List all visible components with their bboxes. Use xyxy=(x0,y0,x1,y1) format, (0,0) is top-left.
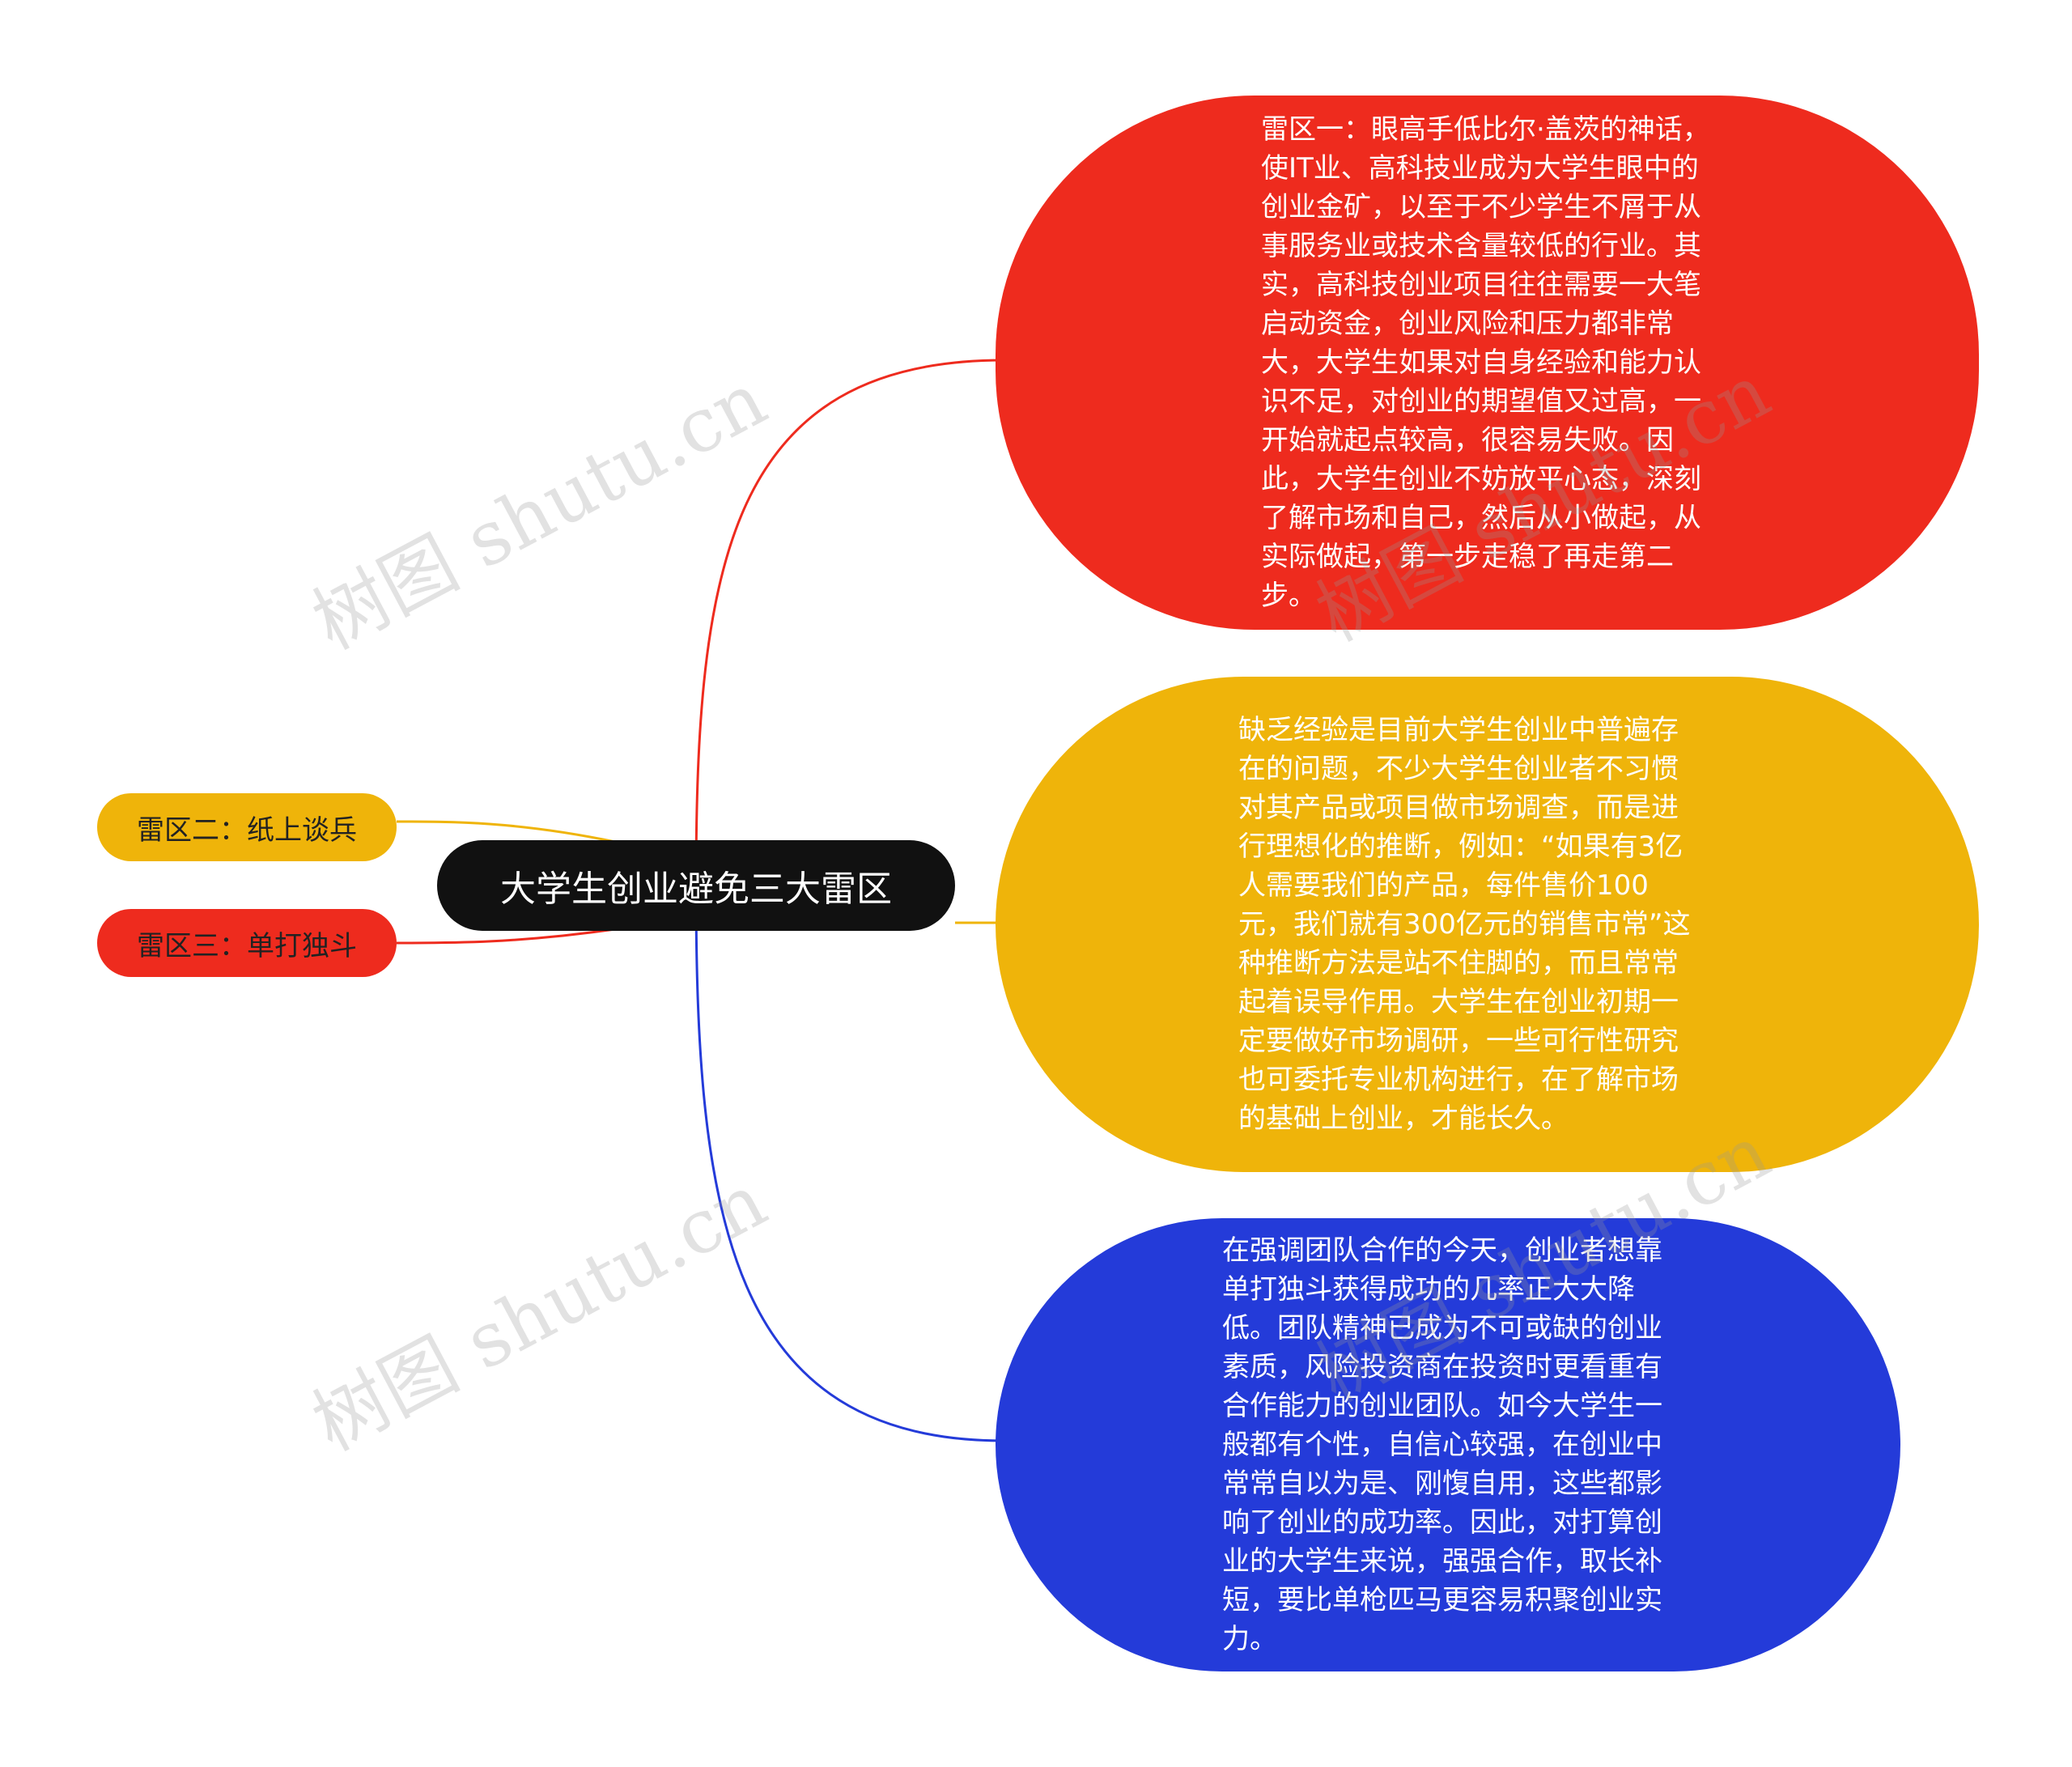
branch-minefield-2[interactable]: 雷区二：纸上谈兵 xyxy=(97,793,397,861)
branch-lack-of-experience[interactable]: 缺乏经验是目前大学生创业中普遍存在的问题，不少大学生创业者不习惯对其产品或项目做… xyxy=(996,677,1979,1172)
central-topic[interactable]: 大学生创业避免三大雷区 xyxy=(437,840,955,931)
connector-to-branch-1 xyxy=(694,359,1004,886)
connector-to-branch-3 xyxy=(694,885,1004,1442)
connector-to-left-2 xyxy=(396,928,616,945)
branch-minefield-1-text: 雷区一：眼高手低比尔·盖茨的神话，使IT业、高科技业成为大学生眼中的创业金矿，以… xyxy=(1261,113,1710,612)
branch-teamwork[interactable]: 在强调团队合作的今天，创业者想靠单打独斗获得成功的几率正大大降低。团队精神已成为… xyxy=(996,1218,1900,1671)
connector-to-left-1 xyxy=(396,820,616,843)
branch-lack-of-experience-text: 缺乏经验是目前大学生创业中普遍存在的问题，不少大学生创业者不习惯对其产品或项目做… xyxy=(1238,714,1691,1135)
branch-minefield-1[interactable]: 雷区一：眼高手低比尔·盖茨的神话，使IT业、高科技业成为大学生眼中的创业金矿，以… xyxy=(996,96,1979,630)
branch-teamwork-text: 在强调团队合作的今天，创业者想靠单打独斗获得成功的几率正大大降低。团队精神已成为… xyxy=(1222,1234,1662,1655)
branch-minefield-3[interactable]: 雷区三：单打独斗 xyxy=(97,909,397,977)
